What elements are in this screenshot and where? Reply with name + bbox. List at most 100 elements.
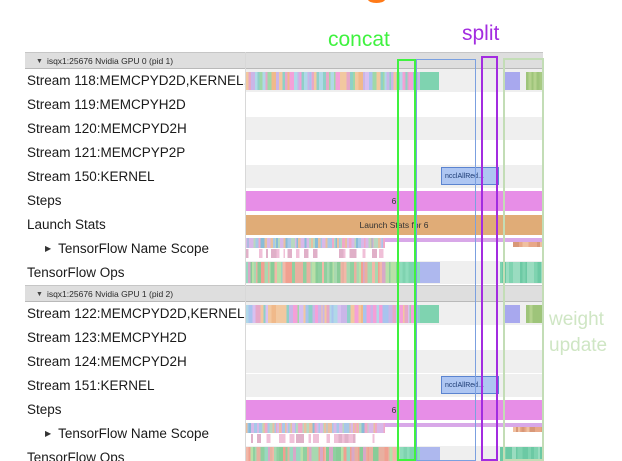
trace-row-track[interactable] bbox=[245, 422, 543, 445]
name-scope-bars-upper bbox=[245, 238, 385, 248]
trace-row-label-text: Stream 118:MEMCPYD2D,KERNEL,MI bbox=[27, 73, 245, 88]
triangle-down-icon[interactable]: ▼ bbox=[36, 291, 43, 298]
trace-row[interactable]: Stream 124:MEMCPYD2H bbox=[25, 350, 543, 374]
trace-row-label-text: TensorFlow Ops bbox=[27, 265, 125, 280]
trace-row[interactable]: ▶ TensorFlow Name Scope bbox=[25, 422, 543, 446]
launch-stats-bar-label: Launch Stats for 6 bbox=[359, 220, 429, 230]
trace-row-label-text: Launch Stats bbox=[27, 217, 106, 232]
trace-row-label[interactable]: Stream 119:MEMCPYH2D bbox=[25, 93, 245, 116]
trace-row-label-text: Stream 151:KERNEL bbox=[27, 378, 155, 393]
trace-row-label-text: Stream 120:MEMCPYD2H bbox=[27, 121, 187, 136]
step-bar[interactable]: 6 bbox=[245, 400, 543, 420]
trace-row[interactable]: ▶ TensorFlow Name Scope bbox=[25, 237, 543, 261]
annotation-weight-update-line2: update bbox=[549, 335, 608, 356]
trace-row-track[interactable] bbox=[245, 446, 543, 461]
triangle-right-icon[interactable]: ▶ bbox=[45, 244, 52, 253]
trace-row[interactable]: TensorFlow Ops bbox=[25, 261, 543, 285]
trace-row-label[interactable]: Stream 150:KERNEL bbox=[25, 165, 245, 188]
tensorflow-ops-bars bbox=[245, 262, 400, 283]
tensorflow-ops-weight-update-bars bbox=[500, 447, 543, 461]
trace-row-label-text: Stream 123:MEMCPYH2D bbox=[27, 330, 187, 345]
trace-row-label[interactable]: Stream 123:MEMCPYH2D bbox=[25, 326, 245, 349]
name-scope-bar-span bbox=[385, 423, 543, 427]
trace-timeline-panel[interactable]: ▼isqx1:25676 Nvidia GPU 0 (pid 1) Stream … bbox=[25, 52, 543, 461]
trace-row-label[interactable]: Stream 118:MEMCPYD2D,KERNEL,MI bbox=[25, 69, 245, 92]
clipped-orange-marker bbox=[368, 0, 385, 3]
trace-row-label-text: Stream 150:KERNEL bbox=[27, 169, 155, 184]
trace-row[interactable]: Stream 118:MEMCPYD2D,KERNEL,MI bbox=[25, 69, 543, 93]
kernel-activity-bars bbox=[245, 72, 420, 90]
trace-row[interactable]: Stream 123:MEMCPYH2D bbox=[25, 326, 543, 350]
trace-row-label[interactable]: ▶ TensorFlow Name Scope bbox=[25, 237, 245, 260]
group-header-label: isqx1:25676 Nvidia GPU 1 (pid 2) bbox=[46, 289, 174, 299]
weight-update-activity-bars bbox=[526, 305, 543, 323]
group-header[interactable]: ▼isqx1:25676 Nvidia GPU 1 (pid 2) bbox=[25, 285, 543, 302]
trace-row-label-text: TensorFlow Ops bbox=[27, 450, 125, 461]
trace-row-label[interactable]: Launch Stats bbox=[25, 213, 245, 236]
annotation-weight-update: weight update bbox=[549, 307, 607, 359]
trace-row-track[interactable]: ncclAllRed... bbox=[245, 165, 543, 188]
trace-row[interactable]: Stream 119:MEMCPYH2D bbox=[25, 93, 543, 117]
trace-row[interactable]: Stream 122:MEMCPYD2D,KERNEL,MI bbox=[25, 302, 543, 326]
trace-row[interactable]: Stream 151:KERNEL ncclAllRed... bbox=[25, 374, 543, 398]
trace-row-track[interactable] bbox=[245, 117, 543, 140]
trace-row-label[interactable]: TensorFlow Ops bbox=[25, 261, 245, 284]
trace-row[interactable]: Steps 6 bbox=[25, 398, 543, 422]
trace-row-track[interactable] bbox=[245, 350, 543, 373]
trace-row-label[interactable]: ▶ TensorFlow Name Scope bbox=[25, 422, 245, 445]
tensorflow-ops-concat-bars bbox=[400, 447, 420, 461]
trace-row-track[interactable] bbox=[245, 261, 543, 284]
trace-row-label[interactable]: Stream 121:MEMCPYP2P bbox=[25, 141, 245, 164]
trace-row-track[interactable]: Launch Stats for 6 bbox=[245, 213, 543, 236]
trace-row-label[interactable]: Stream 120:MEMCPYD2H bbox=[25, 117, 245, 140]
trace-row[interactable]: Stream 150:KERNEL ncclAllRed... bbox=[25, 165, 543, 189]
triangle-right-icon[interactable]: ▶ bbox=[45, 429, 52, 438]
trace-row-label-text: TensorFlow Name Scope bbox=[58, 426, 209, 441]
trace-row-label[interactable]: Stream 122:MEMCPYD2D,KERNEL,MI bbox=[25, 302, 245, 325]
kernel-activity-bars bbox=[245, 305, 420, 323]
step-bar[interactable]: 6 bbox=[245, 191, 543, 211]
trace-row-track[interactable] bbox=[245, 141, 543, 164]
concat-activity-block bbox=[420, 305, 439, 323]
trace-row-track[interactable]: ncclAllRed... bbox=[245, 374, 543, 397]
trace-row-track[interactable] bbox=[245, 302, 543, 325]
trace-row-label-text: Stream 121:MEMCPYP2P bbox=[27, 145, 186, 160]
name-scope-weight-update-bars bbox=[513, 242, 543, 247]
trace-row[interactable]: Steps 6 bbox=[25, 189, 543, 213]
trace-row-label-text: TensorFlow Name Scope bbox=[58, 241, 209, 256]
group-header[interactable]: ▼isqx1:25676 Nvidia GPU 0 (pid 1) bbox=[25, 52, 543, 69]
trace-row-label[interactable]: TensorFlow Ops bbox=[25, 446, 245, 461]
tensorflow-ops-weight-update-bars bbox=[500, 262, 543, 283]
tensorflow-ops-split-block bbox=[420, 262, 440, 283]
trace-row-track[interactable] bbox=[245, 237, 543, 260]
name-scope-bars-lower bbox=[245, 249, 385, 258]
tensorflow-ops-concat-bars bbox=[400, 262, 420, 283]
trace-row-label[interactable]: Stream 124:MEMCPYD2H bbox=[25, 350, 245, 373]
trace-row-label[interactable]: Steps bbox=[25, 398, 245, 421]
label-track-divider bbox=[245, 52, 246, 461]
name-scope-bars-upper bbox=[245, 423, 385, 433]
launch-stats-bar[interactable]: Launch Stats for 6 bbox=[245, 215, 543, 235]
trace-row[interactable]: Stream 121:MEMCPYP2P bbox=[25, 141, 543, 165]
nccl-allreduce-block[interactable]: ncclAllRed... bbox=[441, 167, 499, 185]
triangle-down-icon[interactable]: ▼ bbox=[36, 58, 43, 65]
trace-row-track[interactable]: 6 bbox=[245, 398, 543, 421]
trace-row[interactable]: Launch Stats Launch Stats for 6 bbox=[25, 213, 543, 237]
trace-row-track[interactable]: 6 bbox=[245, 189, 543, 212]
step-bar-label: 6 bbox=[391, 196, 397, 206]
trace-row-label[interactable]: Stream 151:KERNEL bbox=[25, 374, 245, 397]
trace-row[interactable]: Stream 120:MEMCPYD2H bbox=[25, 117, 543, 141]
trace-row-label-text: Stream 122:MEMCPYD2D,KERNEL,MI bbox=[27, 306, 245, 321]
trace-row-label-text: Stream 119:MEMCPYH2D bbox=[27, 97, 186, 112]
trace-row-label[interactable]: Steps bbox=[25, 189, 245, 212]
trace-row-track[interactable] bbox=[245, 326, 543, 349]
step-bar-label: 6 bbox=[391, 405, 397, 415]
trace-row-track[interactable] bbox=[245, 69, 543, 92]
annotation-concat: concat bbox=[328, 28, 390, 51]
trace-row[interactable]: TensorFlow Ops bbox=[25, 446, 543, 461]
trace-row-track[interactable] bbox=[245, 93, 543, 116]
nccl-allreduce-block[interactable]: ncclAllRed... bbox=[441, 376, 499, 394]
annotation-weight-update-line1: weight bbox=[549, 309, 604, 330]
nccl-allreduce-label: ncclAllRed... bbox=[445, 173, 484, 180]
